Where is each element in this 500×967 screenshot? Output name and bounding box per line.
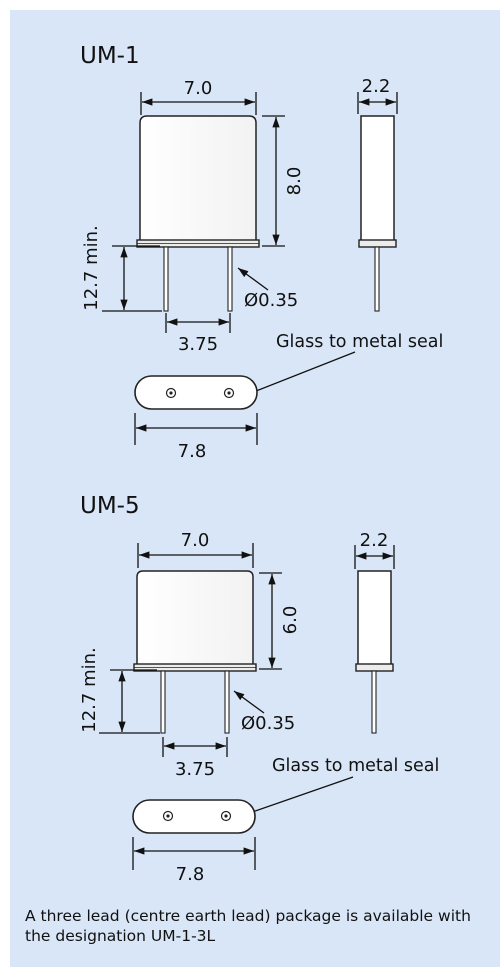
um5-height-dimension	[259, 572, 282, 670]
um1-seal-leader	[245, 351, 356, 396]
um1-lead-spacing-label: 3.75	[178, 334, 218, 355]
um5-package-drawing: UM-5 7.0 6.0 12.7 min. Ø0.35	[79, 493, 439, 885]
um5-height-label: 6.0	[280, 606, 301, 635]
um5-lead-length-dimension	[99, 669, 160, 734]
um1-height-label: 8.0	[284, 167, 305, 196]
um5-seal-leader	[240, 776, 354, 817]
um1-lead-left	[163, 246, 169, 312]
um5-width-dimension	[137, 543, 254, 568]
um1-width-label: 7.0	[184, 78, 213, 99]
um1-seal-pin-right	[223, 387, 235, 399]
um5-side-view-base	[355, 663, 394, 672]
um5-lead-right	[224, 670, 230, 734]
um1-height-dimension	[262, 115, 285, 247]
um5-lead-left	[160, 670, 166, 734]
um5-side-width-dimension	[354, 545, 395, 569]
um5-seal-pin-right	[220, 810, 232, 822]
um1-lead-length-label: 12.7 min.	[81, 225, 102, 310]
um1-lead-right	[227, 246, 233, 312]
um5-side-view-lead	[371, 670, 377, 734]
um1-lead-diameter-label: Ø0.35	[244, 290, 298, 311]
um5-width-label: 7.0	[181, 530, 210, 551]
um5-case-body	[136, 570, 254, 668]
um5-lead-diameter-label: Ø0.35	[241, 713, 295, 734]
um5-side-width-label: 2.2	[360, 530, 389, 551]
um1-side-width-label: 2.2	[362, 76, 391, 97]
um5-seal-pin-left	[162, 810, 174, 822]
um5-bottom-view	[132, 799, 256, 834]
um1-package-drawing: UM-1 7.0 8.0 12.7 min. Ø0	[80, 43, 443, 462]
um1-base-length-dimension	[134, 413, 258, 445]
um5-lead-spacing-label: 3.75	[175, 759, 215, 780]
um1-side-view-body	[360, 115, 395, 245]
um1-seal-pin-left	[165, 387, 177, 399]
um5-base-length-dimension	[132, 837, 256, 870]
um5-seal-label: Glass to metal seal	[272, 756, 439, 776]
um1-title: UM-1	[80, 43, 140, 69]
um5-lead-spacing-dimension	[162, 737, 228, 757]
um1-bottom-view	[134, 375, 258, 410]
um5-lead-diameter-leader	[233, 690, 265, 714]
um5-lead-length-label: 12.7 min.	[79, 647, 100, 732]
um5-base-length-label: 7.8	[176, 864, 205, 885]
um1-lead-spacing-dimension	[165, 313, 231, 333]
um1-base-length-label: 7.8	[178, 441, 207, 462]
footnote: A three lead (centre earth lead) package…	[25, 907, 471, 945]
um1-lead-diameter-leader	[237, 267, 269, 291]
um5-title: UM-5	[80, 493, 140, 519]
um1-side-view-lead	[374, 246, 380, 312]
um1-case-body	[139, 115, 257, 245]
um1-lead-length-dimension	[102, 245, 162, 312]
um1-side-view-base	[358, 239, 397, 248]
um1-side-width-dimension	[357, 92, 398, 114]
um5-side-view-body	[357, 570, 392, 668]
um1-seal-label: Glass to metal seal	[276, 332, 443, 352]
um1-width-dimension	[140, 92, 257, 115]
